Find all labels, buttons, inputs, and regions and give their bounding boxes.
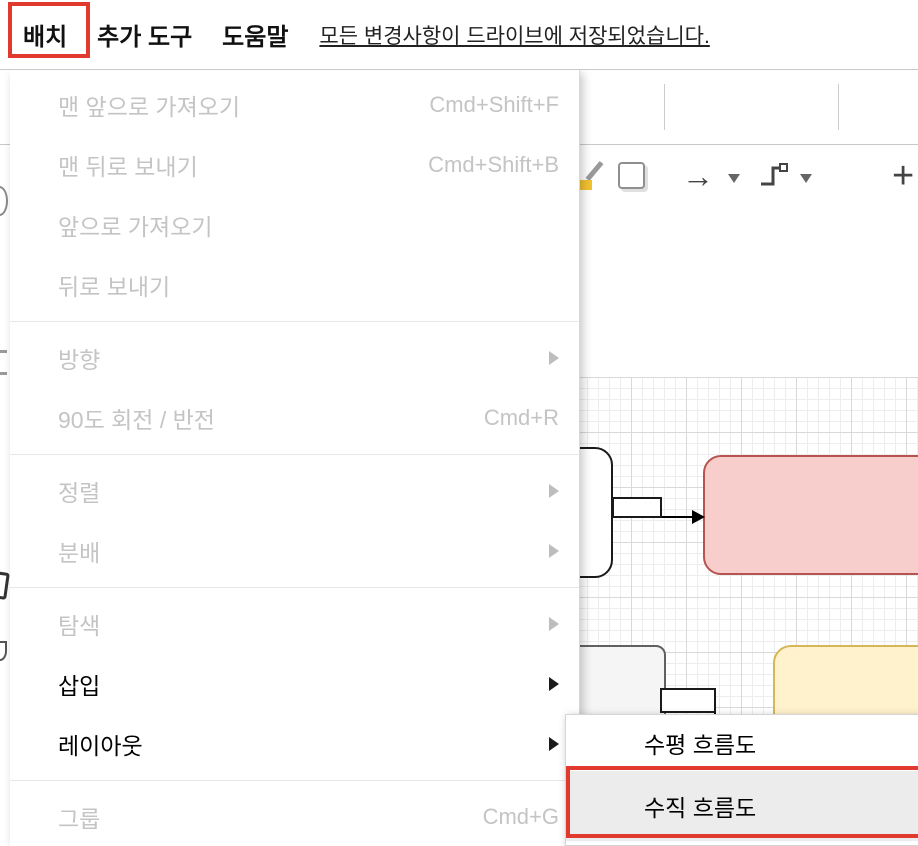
menu-item-horizontal-flow[interactable]: 수평 흐름도 xyxy=(644,732,757,758)
submenu-arrow-icon xyxy=(549,484,559,498)
toolbar-divider xyxy=(838,84,839,130)
arrange-menu-panel: 맨 앞으로 가져오기 Cmd+Shift+F 맨 뒤로 보내기 Cmd+Shif… xyxy=(10,70,580,846)
flow-node-pink[interactable] xyxy=(703,455,918,575)
edge-label-box[interactable] xyxy=(660,688,716,713)
menu-item-direction: 방향 xyxy=(10,328,579,388)
menu-item-vertical-flow[interactable]: 수직 흐름도 xyxy=(566,771,918,841)
menu-separator xyxy=(10,587,579,588)
menu-item-bring-forward: 앞으로 가져오기 xyxy=(58,214,213,240)
submenu-arrow-icon xyxy=(549,617,559,631)
edge-label-box[interactable] xyxy=(612,497,662,518)
menu-item-rotate: 90도 회전 / 반전 Cmd+R xyxy=(58,405,559,433)
submenu-arrow-icon xyxy=(549,737,559,751)
insert-plus-icon[interactable]: + xyxy=(892,155,915,197)
shortcut-label: Cmd+R xyxy=(483,405,559,430)
menu-item-send-backward: 뒤로 보내기 xyxy=(58,274,171,300)
shadow-icon[interactable] xyxy=(618,162,645,189)
save-status-link[interactable]: 모든 변경사항이 드라이브에 저장되었습니다. xyxy=(319,24,710,48)
menu-separator xyxy=(10,780,579,781)
menu-separator xyxy=(10,321,579,322)
layout-submenu-panel: 수평 흐름도 수직 흐름도 xyxy=(565,714,918,846)
menu-item-send-to-back: 맨 뒤로 보내기 Cmd+Shift+B xyxy=(58,152,559,180)
fill-color-icon[interactable] xyxy=(580,180,592,190)
submenu-arrow-icon xyxy=(549,351,559,365)
chevron-down-icon[interactable] xyxy=(728,174,740,183)
menu-item-group: 그룹 Cmd+G xyxy=(58,804,559,832)
menu-item-layout[interactable]: 레이아웃 xyxy=(10,714,579,774)
submenu-arrow-icon xyxy=(549,544,559,558)
chevron-down-icon[interactable] xyxy=(800,174,812,183)
menu-extras[interactable]: 추가 도구 xyxy=(97,24,193,51)
edge-arrowhead-icon xyxy=(692,510,705,524)
left-panel-fragment xyxy=(0,350,7,353)
toolbar-divider xyxy=(664,84,665,130)
connection-arrow-icon[interactable]: → xyxy=(682,158,714,194)
shortcut-label: Cmd+G xyxy=(482,804,559,829)
menu-item-navigation: 탐색 xyxy=(10,594,579,654)
shortcut-label: Cmd+Shift+F xyxy=(429,92,559,117)
menu-item-distribute: 분배 xyxy=(10,521,579,581)
waypoints-icon[interactable] xyxy=(758,160,790,192)
menu-item-bring-to-front: 맨 앞으로 가져오기 Cmd+Shift+F xyxy=(58,92,559,120)
menu-item-align: 정렬 xyxy=(10,461,579,521)
submenu-arrow-icon xyxy=(549,677,559,691)
menu-separator xyxy=(10,454,579,455)
menu-item-insert[interactable]: 삽입 xyxy=(10,654,579,714)
menubar: 배치 추가 도구 도움말 모든 변경사항이 드라이브에 저장되었습니다. xyxy=(0,0,918,70)
shortcut-label: Cmd+Shift+B xyxy=(428,152,559,177)
menu-help[interactable]: 도움말 xyxy=(222,24,289,51)
menu-arrange[interactable]: 배치 xyxy=(23,24,68,51)
